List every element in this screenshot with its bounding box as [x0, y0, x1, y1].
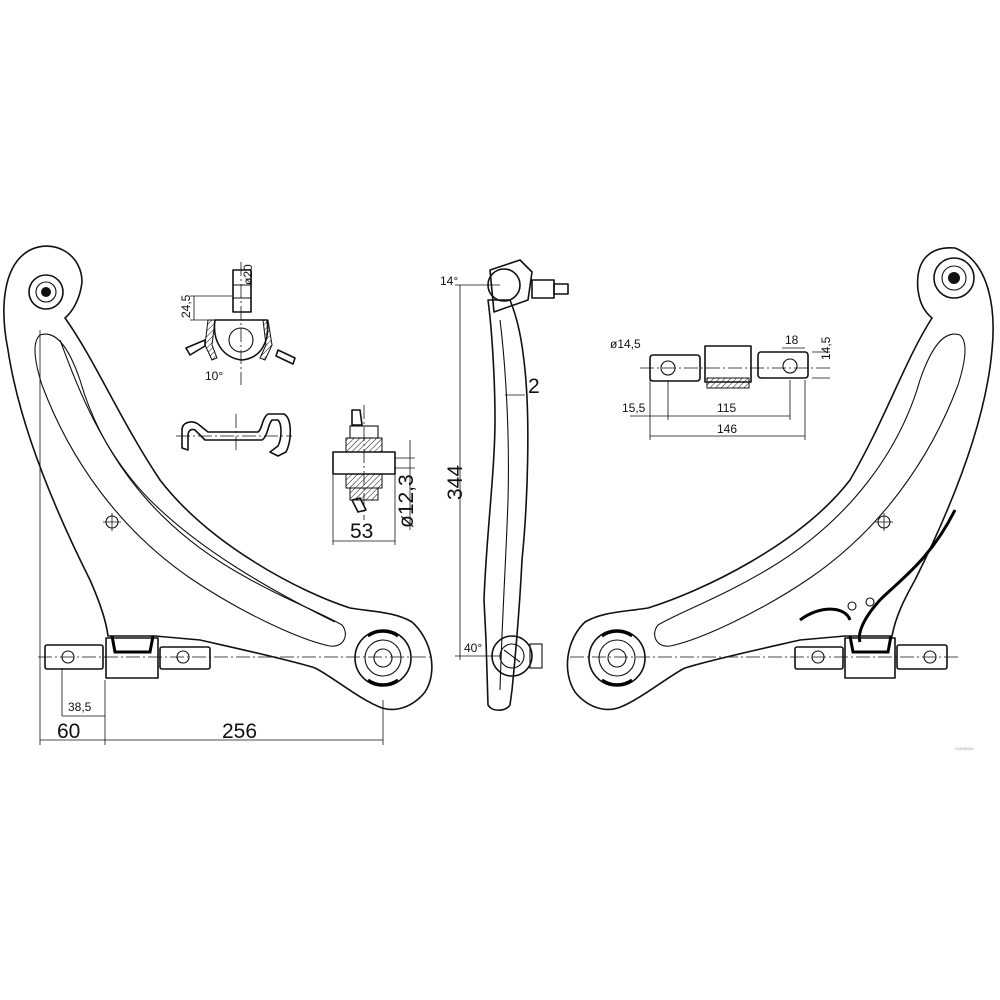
dim-2: 2 [528, 375, 540, 398]
left-arm-rib [34, 333, 346, 647]
dim-256: 256 [222, 720, 257, 743]
dim-18: 18 [785, 333, 799, 347]
left-bushing-block [105, 637, 159, 679]
dim-14deg: 14° [440, 274, 458, 288]
left-big-eye-inner [373, 648, 393, 668]
watermark: H1630030 [955, 746, 974, 751]
dim-344: 344 [444, 465, 467, 500]
dim-60: 60 [57, 720, 80, 743]
dim-12-3: ø12,3 [395, 474, 418, 528]
ball-joint-detail: 24,5 ø20 10° [179, 262, 296, 385]
dim-53: 53 [350, 520, 373, 543]
left-top-eye-outer [28, 274, 64, 310]
dim-14-5-vertical: 14,5 [819, 336, 833, 360]
bushing-detail: 53 ø12,3 [332, 405, 418, 545]
dim-24-5: 24,5 [179, 294, 193, 318]
left-top-eye-core [41, 287, 51, 297]
left-bracket-rear [159, 646, 211, 670]
right-arm-outline [566, 247, 994, 711]
dim-hole-diameter: ø14,5 [610, 337, 641, 351]
bracket-detail: ø14,5 18 14,5 15,5 115 146 [610, 333, 833, 440]
dim-38-5: 38,5 [68, 700, 92, 714]
side-view: 344 2 14° 40° [440, 259, 569, 712]
dim-ball-diameter: ø20 [241, 264, 255, 285]
dim-115: 115 [717, 401, 736, 415]
left-control-arm: 60 256 38,5 [3, 245, 433, 745]
dim-ball-angle: 10° [205, 369, 223, 383]
left-top-eye-inner [35, 281, 57, 303]
right-control-arm [566, 247, 994, 711]
left-big-eye-outer [354, 629, 412, 687]
left-arm-rib-2 [59, 339, 336, 623]
dim-146: 146 [717, 422, 737, 436]
left-arm-outline [3, 245, 433, 711]
left-big-eye-mid [364, 639, 402, 677]
dim-15-5: 15,5 [622, 401, 646, 415]
right-arm-edge-highlight [857, 509, 957, 643]
arm-cross-section [176, 413, 292, 457]
dim-40deg: 40° [464, 641, 482, 655]
